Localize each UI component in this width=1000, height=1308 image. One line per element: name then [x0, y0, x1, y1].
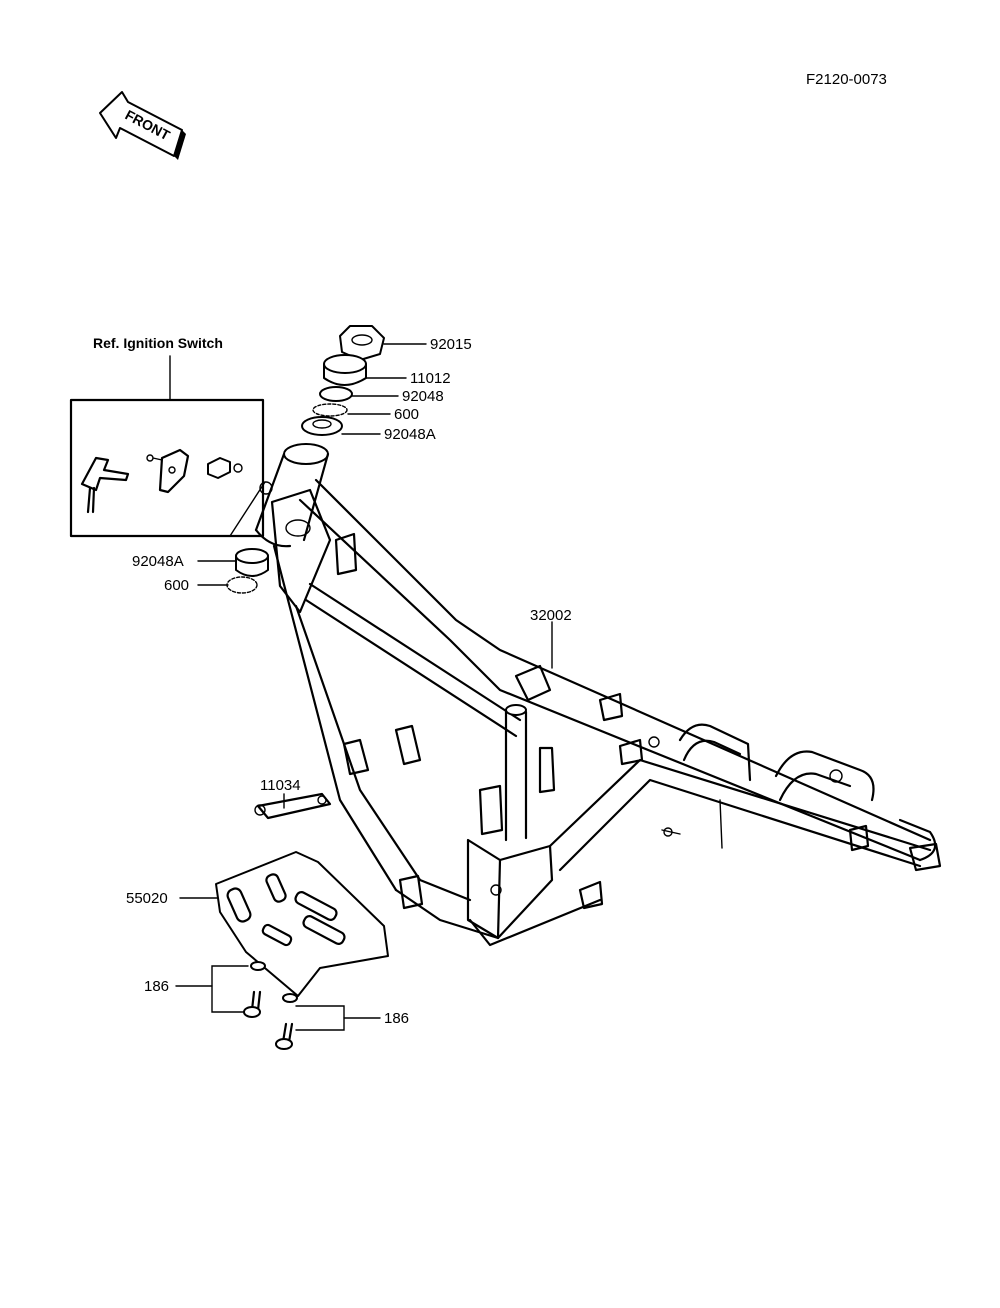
callout-55020: 55020	[126, 890, 168, 907]
ball-race-92048-icon	[319, 386, 353, 402]
callout-92015: 92015	[430, 336, 472, 353]
steering-stem-parts	[301, 325, 385, 436]
bearing-600-top-icon	[312, 403, 348, 417]
callout-11034: 11034	[260, 777, 301, 794]
ignition-key-icon	[80, 456, 130, 514]
stem-cap-11012-icon	[323, 354, 367, 386]
callout-11012: 11012	[410, 370, 451, 387]
ignition-switch-inset: Ref. Ignition Switch	[69, 335, 266, 538]
callout-600-left: 600	[164, 577, 189, 594]
diagram-id: F2120-0073	[806, 71, 887, 88]
main-frame-32002	[254, 443, 942, 947]
callout-186-right: 186	[384, 1010, 409, 1027]
switch-nut-icon	[207, 457, 243, 479]
callout-600-top: 600	[394, 406, 419, 423]
callout-186-left: 186	[144, 978, 169, 995]
callout-92048A-top: 92048A	[384, 426, 436, 443]
stem-nut-92015-icon	[339, 325, 385, 361]
ball-race-92048A-top-icon	[301, 416, 343, 436]
switch-bracket-icon	[146, 448, 190, 494]
inset-title: Ref. Ignition Switch	[93, 335, 223, 351]
bolts-186-icon	[243, 961, 298, 1050]
skid-plate-55020-icon	[215, 851, 389, 997]
bracket-11034-icon	[254, 792, 332, 820]
ball-race-92048A-lower-icon	[235, 548, 269, 577]
callout-92048A-left: 92048A	[132, 553, 184, 570]
bearing-600-lower-icon	[226, 576, 258, 594]
leader-lines	[175, 343, 553, 1031]
callout-32002: 32002	[530, 607, 572, 624]
front-arrow-icon: FRONT	[99, 91, 186, 160]
callout-92048: 92048	[402, 388, 444, 405]
lower-bearing-parts	[226, 548, 269, 594]
